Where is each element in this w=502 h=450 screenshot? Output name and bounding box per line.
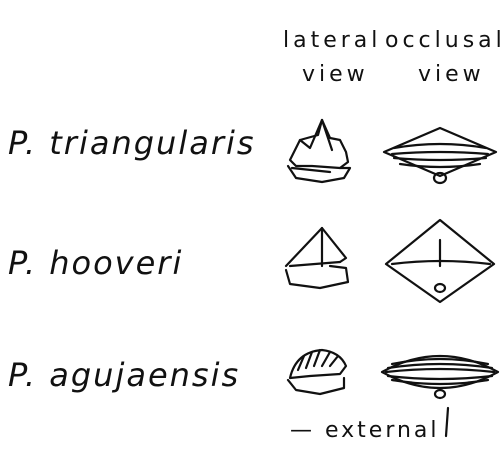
triangularis-lateral-drawing <box>288 120 350 182</box>
external-annotation-label: — external <box>290 418 440 443</box>
external-indicator-line <box>446 408 448 436</box>
hooveri-lateral-drawing <box>286 228 348 288</box>
hooveri-occlusal-drawing <box>386 220 494 302</box>
agujaensis-lateral-drawing <box>288 350 346 394</box>
agujaensis-occlusal-drawing <box>382 356 498 398</box>
triangularis-occlusal-drawing <box>384 128 496 183</box>
